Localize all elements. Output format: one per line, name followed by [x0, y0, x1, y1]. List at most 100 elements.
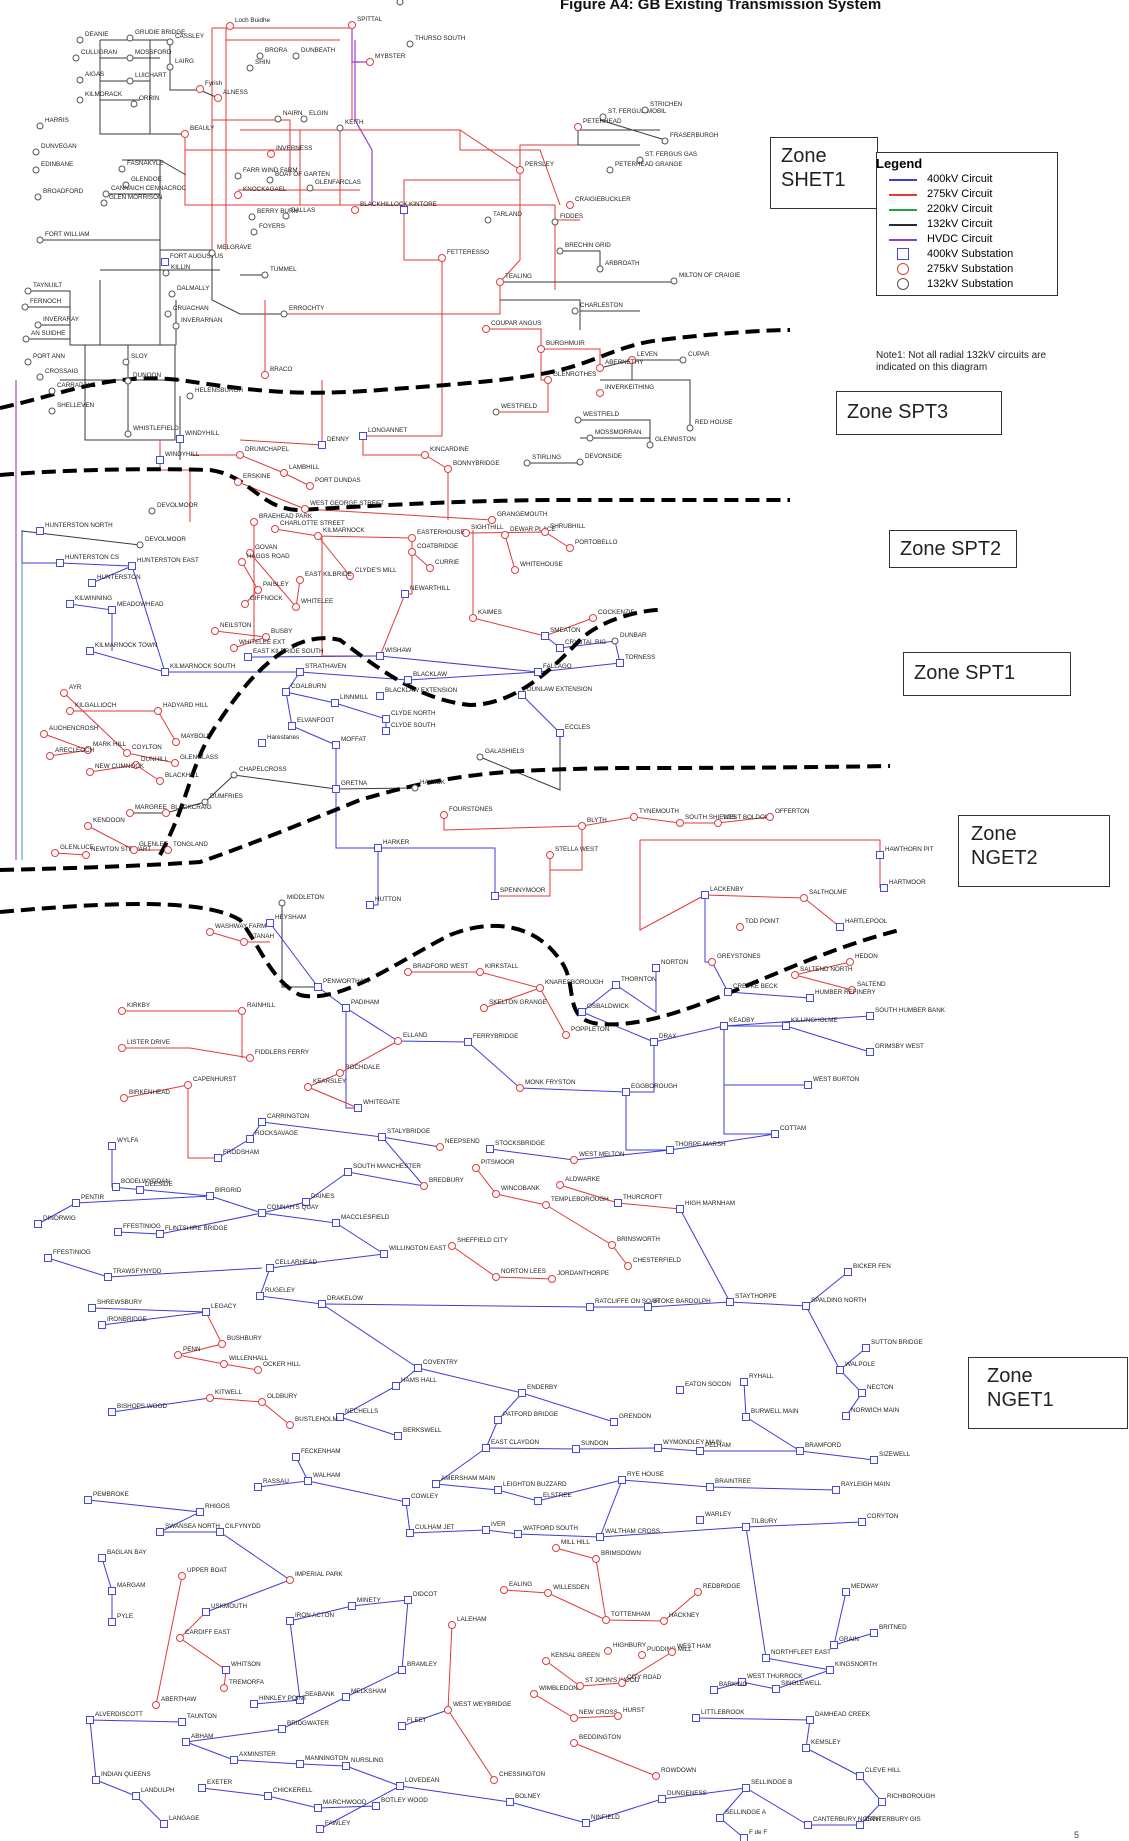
substation-label: PAISLEY: [263, 581, 290, 588]
substation-label: WHISTLEFIELD: [133, 425, 179, 432]
substation: TREMORFA: [220, 1679, 265, 1692]
substation: WEST BOLDON: [714, 814, 770, 827]
substation: LEVEN: [628, 351, 658, 364]
substation: FRODSHAM: [214, 1149, 259, 1162]
substation: WATFORD SOUTH: [514, 1525, 578, 1538]
substation: NORTHFLEET EAST: [762, 1649, 831, 1662]
substation: SUTTON BRIDGE: [862, 1339, 923, 1352]
substation-label: LUICHART: [135, 72, 167, 79]
substation-275kv-marker: [541, 528, 549, 536]
substation-label: STIRLING: [532, 454, 561, 461]
substation-400kv-marker: [354, 1104, 362, 1112]
substation-label: PORT ANN: [33, 353, 65, 360]
substation: WHITSON: [222, 1661, 261, 1674]
substation: BIRGRID: [206, 1187, 242, 1200]
substation: SPENNYMOOR: [491, 887, 546, 900]
substation: DEVONSIDE: [576, 453, 622, 466]
legend-item-label: HVDC Circuit: [927, 232, 993, 245]
substation-400kv-marker: [288, 722, 296, 730]
circuit-line: [723, 1015, 871, 1027]
substation: FORT WILLIAM: [36, 231, 90, 244]
substation-275kv-marker: [566, 201, 574, 209]
substation-400kv-marker: [740, 1834, 748, 1841]
substation: PORT ANN: [24, 353, 65, 366]
substation-label: CRYSTAL RIG: [565, 639, 606, 646]
substation: INDIAN QUEENS: [92, 1771, 151, 1784]
substation-label: ORRIN: [139, 95, 160, 102]
substation-label: KIRKSTALL: [485, 963, 519, 970]
substation-label: WEST GEORGE STREET: [310, 500, 384, 507]
substation: KILLINGHOLME: [782, 1017, 838, 1030]
substation-label: NAIRN: [283, 110, 303, 117]
substation-400kv-marker: [342, 1004, 350, 1012]
substation-400kv-marker: [742, 1784, 750, 1792]
substation-label: FARR WIND FARM: [243, 167, 298, 174]
substation-400kv-marker: [342, 1693, 350, 1701]
substation: TARLAND: [484, 211, 522, 224]
substation: TAYNUILT: [24, 282, 62, 295]
circuit-line: [122, 1047, 251, 1059]
circuit-line: [317, 535, 351, 577]
substation-label: FFESTINIOG: [123, 1223, 161, 1230]
circuit-line: [401, 1709, 449, 1727]
substation-label: DUNLAW EXTENSION: [527, 686, 593, 693]
substation: STIRLING: [523, 454, 561, 467]
substation-275kv-marker: [241, 600, 249, 608]
substation-275kv-marker: [366, 58, 374, 66]
substation-label: STRICHEN: [650, 101, 683, 108]
substation: INVERKEITHING: [596, 384, 654, 397]
substation-400kv-marker: [414, 1364, 422, 1372]
substation-400kv-marker: [782, 1022, 790, 1030]
substation-275kv-marker: [546, 851, 554, 859]
substation-label: HUNTERSTON NORTH: [45, 522, 113, 529]
substation: EAST KILBRIDE: [296, 571, 352, 584]
substation: DAINES: [302, 1193, 334, 1206]
substation-275kv-marker: [444, 1706, 452, 1714]
substation: EGGBOROUGH: [622, 1083, 678, 1096]
substation-label: GRIMSBY WEST: [875, 1043, 924, 1050]
substation-label: EASTERHOUSE: [417, 529, 465, 536]
legend-item: 275kV Circuit: [885, 186, 1051, 201]
substation-label: TEALING: [505, 273, 532, 280]
substation-400kv-marker: [658, 1795, 666, 1803]
legend-item: 132kV Substation: [885, 276, 1051, 291]
substation: LUICHART: [126, 72, 167, 85]
substation-275kv-marker: [492, 1190, 500, 1198]
substation: HAWICK: [411, 779, 446, 792]
substation: FAWLEY: [316, 1820, 351, 1833]
substation-label: HARKER: [383, 839, 410, 846]
substation-label: OCKER HILL: [263, 1361, 301, 1368]
substation-275kv-marker: [156, 777, 164, 785]
substation-label: STELLA WEST: [555, 846, 598, 853]
zone-boundary: [0, 328, 791, 410]
substation: REDBRIDGE: [694, 1583, 740, 1596]
substation-400kv-marker: [482, 1444, 490, 1452]
substation: KIRKSTALL: [476, 963, 519, 976]
substation-label: ST JOHN'S WOOD: [585, 1677, 640, 1684]
substation-label: TOTTENHAM: [611, 1611, 650, 1618]
legend-title: Legend: [876, 156, 923, 171]
circuit-line: [123, 1084, 189, 1099]
substation: BIRKENHEAD: [120, 1089, 170, 1102]
substation-label: MANNINGTON: [305, 1755, 348, 1762]
substation-label: COCKENZIE: [598, 609, 635, 616]
substation: NECTON: [858, 1384, 894, 1397]
substation-label: BOLNEY: [515, 1793, 541, 1800]
substation-label: FORT AUGUSTUS: [170, 253, 223, 260]
circuit-line: [253, 1620, 301, 1705]
substation-label: KINCARDINE: [430, 446, 469, 453]
substation-label: GRETNA: [341, 780, 368, 787]
substation-400kv-marker: [230, 1756, 238, 1764]
substation: OLDBURY: [258, 1393, 298, 1406]
substation-132kv-marker: [246, 64, 254, 72]
substation: INVERARAY: [34, 316, 80, 329]
substation: KINGSNORTH: [826, 1661, 877, 1674]
substation-132kv-marker: [523, 459, 531, 467]
substation: LOVEDEAN: [396, 1777, 440, 1790]
substation-400kv-marker: [128, 562, 136, 570]
substation-400kv-marker: [114, 1228, 122, 1236]
substation: DUNOON: [124, 372, 161, 385]
substation: SPALDING NORTH: [802, 1297, 867, 1310]
circuit-line: [577, 127, 640, 146]
substation: MELKSHAM: [342, 1688, 386, 1701]
